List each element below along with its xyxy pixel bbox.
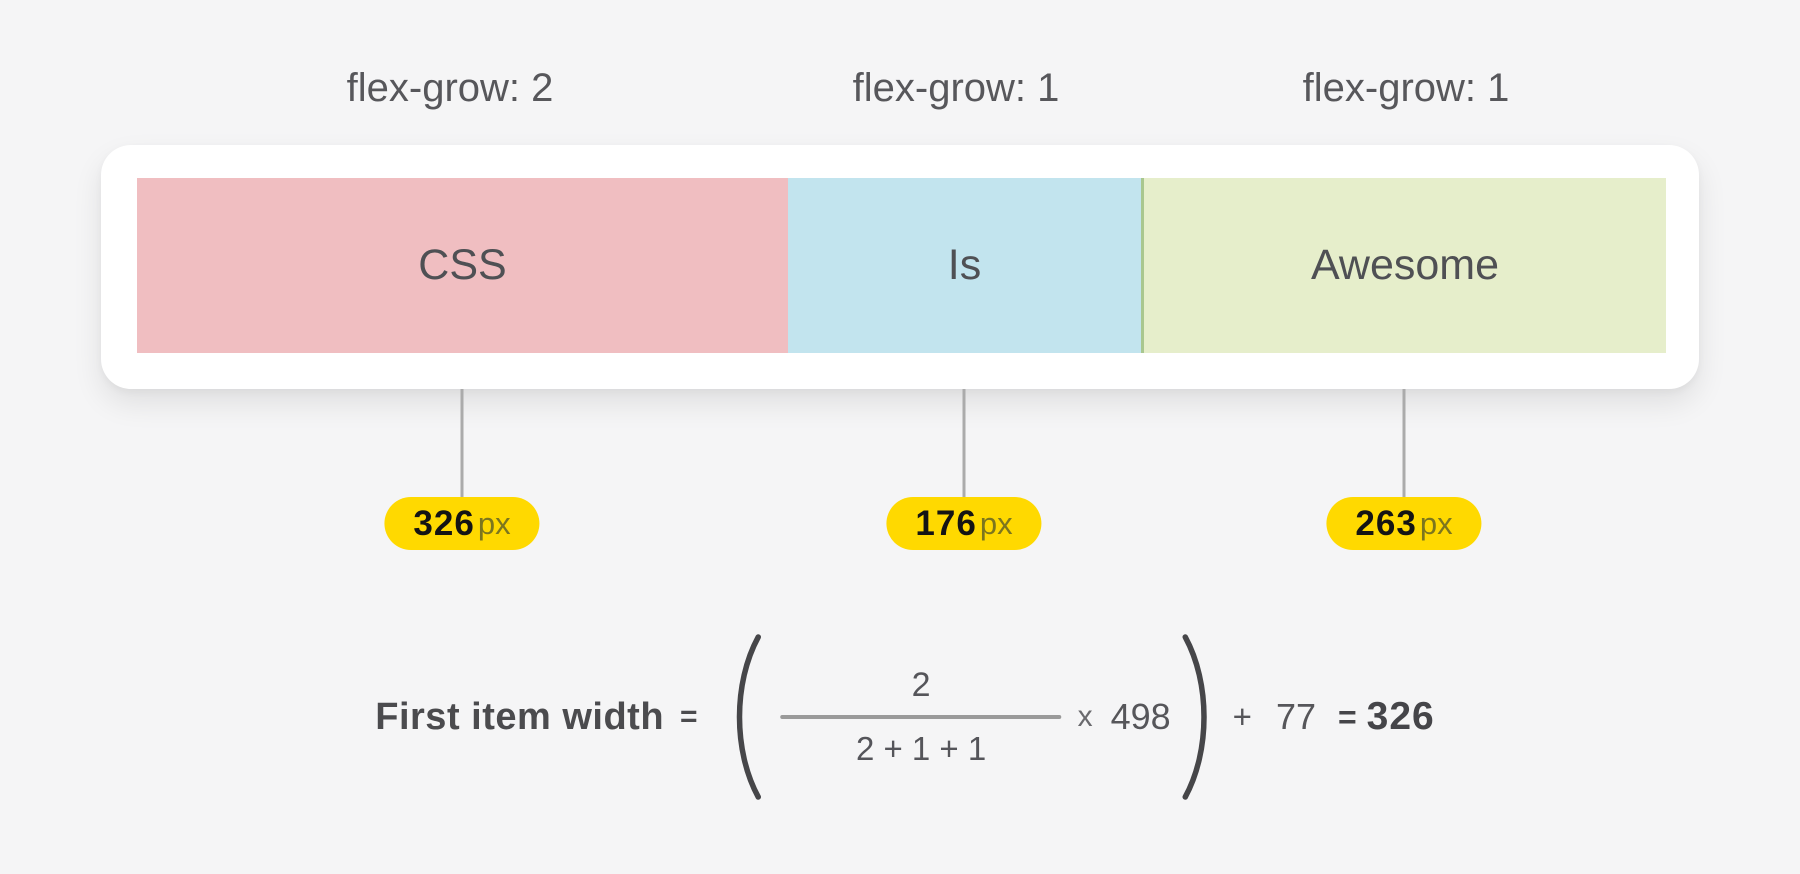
- connector-line-1: [460, 389, 464, 497]
- fraction-denominator: 2 + 1 + 1: [855, 730, 987, 767]
- connector-line-3: [1402, 389, 1406, 497]
- connector-line-2: [962, 389, 966, 497]
- result-value: 326: [1366, 695, 1435, 738]
- width-unit: px: [1419, 505, 1453, 541]
- fraction: 2 2 + 1 + 1: [780, 665, 1062, 769]
- flex-grow-label-3: flex-grow: 1: [1302, 66, 1510, 110]
- plus-sign: +: [1232, 698, 1252, 735]
- width-badge-2: 176 px: [886, 497, 1042, 550]
- width-value: 263: [1355, 503, 1417, 543]
- multiply-sign: x: [1077, 700, 1093, 733]
- width-unit: px: [477, 505, 511, 541]
- flex-item-awesome: Awesome: [1141, 178, 1666, 353]
- close-paren-icon: [1182, 634, 1208, 800]
- width-value: 326: [413, 503, 475, 543]
- width-formula: First item width = 2 2 + 1 + 1 x 498 + 7…: [375, 628, 1435, 806]
- equals-sign: =: [680, 700, 698, 733]
- flex-row: CSS Is Awesome: [137, 178, 1666, 353]
- open-paren-icon: [737, 634, 762, 800]
- flex-item-is: Is: [788, 178, 1141, 353]
- basis-value: 77: [1275, 696, 1316, 737]
- width-value: 176: [915, 503, 977, 543]
- flex-grow-label-2: flex-grow: 1: [852, 66, 1060, 110]
- free-space-value: 498: [1110, 696, 1171, 737]
- flex-container-card: CSS Is Awesome: [101, 145, 1699, 389]
- width-unit: px: [979, 505, 1013, 541]
- formula-label: First item width: [375, 695, 665, 738]
- fraction-numerator: 2: [911, 666, 931, 704]
- flex-item-css: CSS: [137, 178, 788, 353]
- width-badge-3: 263 px: [1326, 497, 1482, 550]
- flex-grow-label-1: flex-grow: 2: [346, 66, 554, 110]
- result-equals-sign: =: [1337, 698, 1357, 735]
- fraction-bar: [780, 715, 1062, 719]
- width-badge-1: 326 px: [384, 497, 540, 550]
